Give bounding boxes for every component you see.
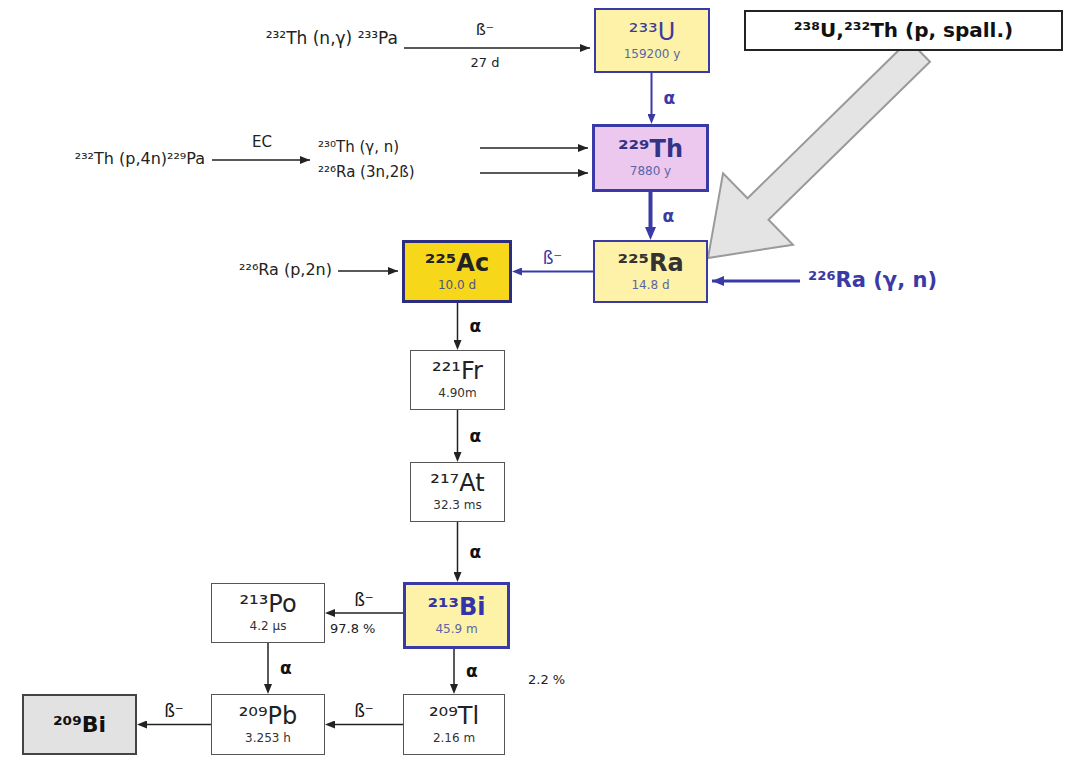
half-life: 159200 y (624, 47, 681, 63)
half-life: 2.16 m (433, 731, 475, 747)
half-life: 7880 y (630, 164, 671, 180)
nuclide-name: ²⁰⁹Bi (53, 712, 106, 737)
decay-mode-label: α (280, 658, 292, 678)
decay-mode-label: ß⁻ (543, 248, 563, 268)
decay-mode-label: ß⁻ (164, 701, 184, 721)
branching-ratio: 2.2 % (528, 672, 565, 688)
nuclide-box: ²²⁵Ra14.8 d (593, 240, 708, 303)
nuclide-name: ²²¹Fr (432, 358, 483, 386)
nuclide-box: ²²¹Fr4.90m (410, 350, 505, 410)
half-life: 32.3 ms (433, 498, 481, 514)
nuclide-box: ²⁰⁹Pb3.253 h (211, 694, 325, 755)
nuclide-box: ²³³U159200 y (594, 8, 710, 73)
half-life: 10.0 d (438, 278, 476, 294)
decay-arrow (145, 724, 211, 726)
reaction-arrow (712, 280, 800, 283)
half-life: 3.253 h (245, 731, 291, 747)
decay-mode-label: α (664, 88, 676, 108)
decay-mode-label: α (470, 316, 482, 336)
nuclide-name: ²⁰⁹Tl (429, 703, 479, 731)
nuclide-name: ²²⁵Ac (425, 250, 489, 278)
reaction-label: ²²⁶Ra (γ, n) (808, 268, 937, 293)
nuclide-name: ²³³U (629, 19, 675, 47)
reaction-label: ²³⁰Th (γ, n) (318, 138, 399, 156)
source-box: ²³⁸U,²³²Th (p, spall.) (744, 10, 1063, 51)
nuclide-box: ²¹³Bi45.9 m (403, 582, 510, 649)
nuclide-name: ²¹³Po (239, 591, 296, 619)
nuclide-box: ²²⁹Th7880 y (592, 124, 709, 192)
decay-mode-label: ß⁻ (476, 20, 495, 39)
reaction-arrow (338, 270, 398, 272)
decay-mode-label: α (466, 661, 478, 681)
nuclide-box: ²¹⁷At32.3 ms (410, 462, 505, 522)
reaction-arrow (404, 47, 590, 49)
decay-mode-label: ß⁻ (354, 590, 374, 610)
half-life: 4.2 µs (250, 619, 287, 635)
half-life: 4.90m (438, 386, 476, 402)
reaction-label: ²²⁶Ra (p,2n) (239, 260, 332, 279)
decay-arrow (651, 73, 653, 116)
decay-mode-label: α (470, 542, 482, 562)
reaction-arrow (212, 159, 310, 161)
reaction-arrow (480, 172, 588, 174)
decay-arrow (457, 522, 459, 574)
reaction-label: ²²⁶Ra (3n,2ß) (318, 163, 415, 181)
nuclide-name: ²⁰⁹Pb (239, 703, 298, 731)
nuclide-name: ²¹³Bi (427, 594, 485, 622)
nuclide-box: ²¹³Po4.2 µs (211, 583, 325, 643)
decay-arrow (267, 643, 269, 686)
decay-arrow (333, 724, 403, 726)
decay-arrow (457, 303, 459, 342)
reaction-label: ²³²Th (p,4n)²²⁹Pa (75, 149, 205, 168)
half-life-label: 27 d (471, 55, 500, 71)
decay-arrow (520, 271, 593, 273)
nuclide-name: ²¹⁷At (430, 470, 484, 498)
half-life: 14.8 d (631, 278, 669, 294)
source-arrow (708, 40, 930, 258)
half-life: 45.9 m (435, 622, 477, 638)
decay-arrow (457, 410, 459, 454)
decay-mode-label: ß⁻ (354, 701, 374, 721)
nuclide-box: ²⁰⁹Tl2.16 m (403, 694, 505, 755)
decay-mode-label: EC (252, 133, 272, 151)
decay-arrow (453, 649, 455, 686)
decay-mode-label: α (470, 426, 482, 446)
reaction-arrow (480, 147, 588, 149)
decay-arrow (649, 192, 653, 230)
stable-nuclide-box: ²⁰⁹Bi (22, 694, 137, 755)
branching-ratio: 97.8 % (330, 621, 375, 637)
nuclide-box: ²²⁵Ac10.0 d (402, 240, 512, 303)
decay-arrow (333, 612, 403, 614)
nuclide-name: ²²⁹Th (618, 136, 683, 164)
nuclide-name: ²³⁸U,²³²Th (p, spall.) (794, 19, 1013, 42)
decay-mode-label: α (663, 206, 675, 226)
nuclide-name: ²²⁵Ra (617, 250, 683, 278)
reaction-label: ²³²Th (n,γ) ²³³Pa (266, 28, 398, 48)
